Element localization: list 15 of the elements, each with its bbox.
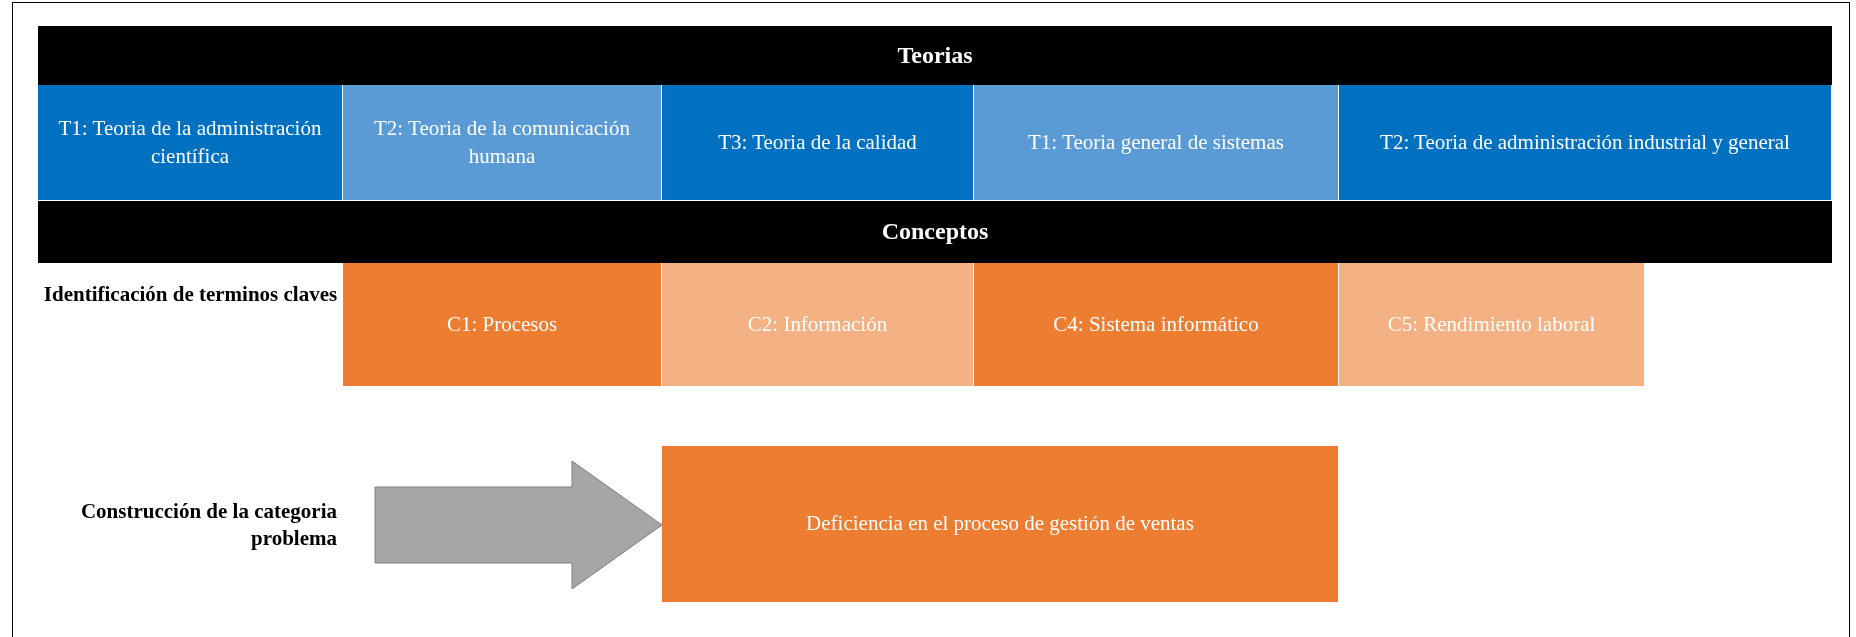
row-heading: Construcción de la categoria problema [36,480,375,570]
header-band: Teorias [38,26,1832,85]
concept-cell: C2: Información [662,263,974,387]
header-band: Conceptos [38,201,1832,263]
block-arrow [374,460,663,590]
concept-cell: C1: Procesos [343,263,662,387]
theory-cell: T1: Teoria general de sistemas [974,85,1339,201]
theory-cell: T2: Teoria de administración industrial y general [1339,85,1832,201]
concept-cell: C4: Sistema informático [974,263,1339,387]
problem-box: Deficiencia en el proceso de gestión de ventas [662,446,1339,603]
row-heading: Identificación de terminos claves [42,281,339,308]
theory-cell: T1: Teoria de la administración científica [38,85,343,201]
theory-cell: T3: Teoria de la calidad [662,85,974,201]
concept-cell: C5: Rendimiento laboral [1339,263,1645,387]
theory-cell: T2: Teoria de la comunicación humana [343,85,662,201]
